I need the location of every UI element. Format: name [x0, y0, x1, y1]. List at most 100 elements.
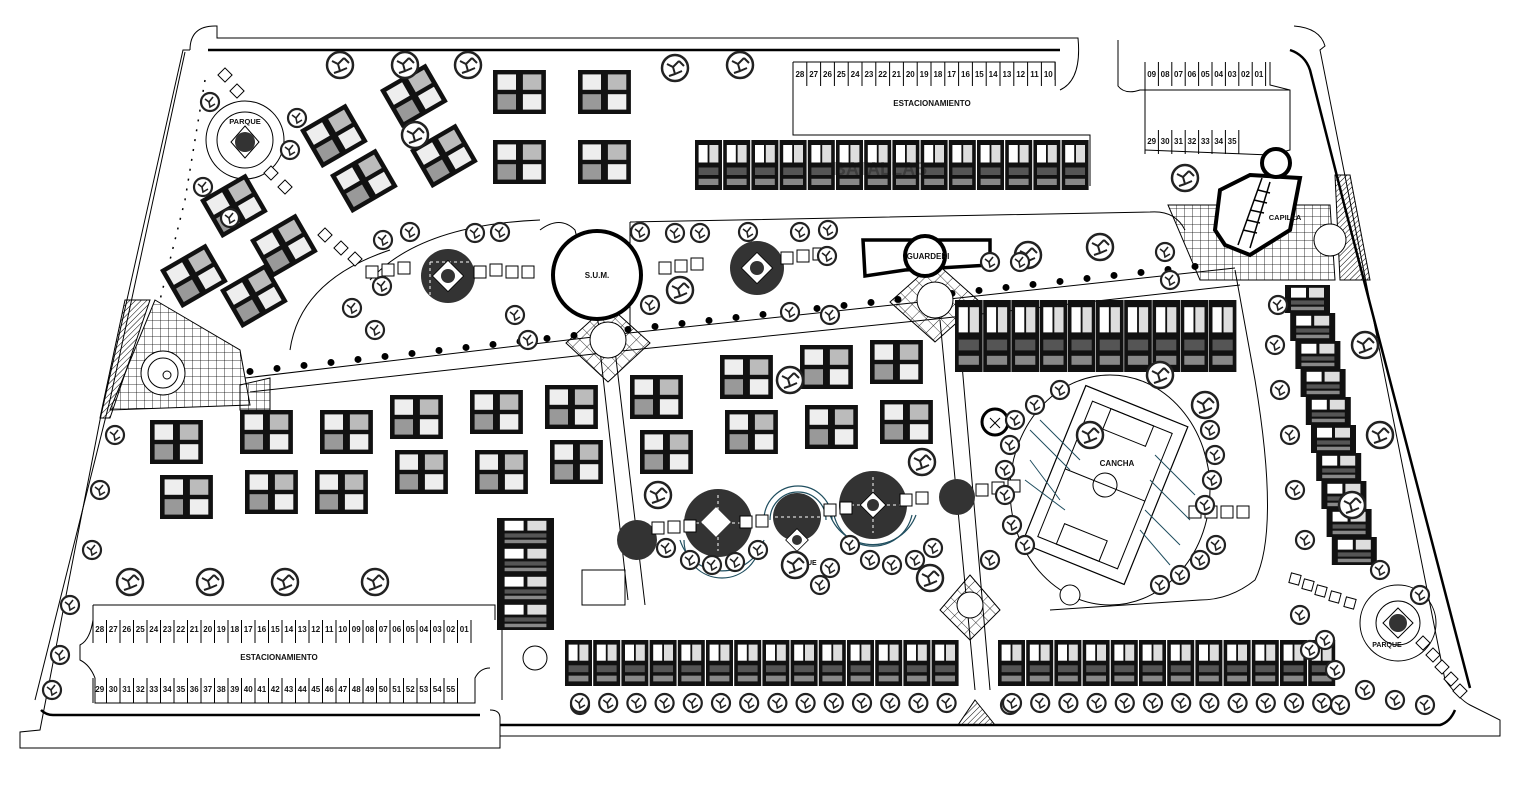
parking-stall: 21 — [187, 620, 199, 643]
house-unit — [847, 640, 874, 686]
tree — [809, 574, 831, 596]
tree — [364, 319, 386, 341]
guarderia-building: GUARDERI — [861, 234, 992, 279]
tree — [1199, 419, 1221, 441]
parking-stall: 08 — [362, 620, 375, 643]
parking-stall: 12 — [1013, 62, 1026, 86]
house-unit — [621, 640, 649, 686]
parking-stall: 31 — [1171, 130, 1183, 154]
parking-stall-number: 22 — [176, 625, 185, 634]
housing-cluster — [870, 340, 923, 384]
parking-stall: 07 — [1171, 62, 1183, 86]
parking-stall-number: 13 — [1002, 70, 1011, 79]
parking-stall-number: 21 — [892, 70, 901, 79]
parking-stall-number: 16 — [257, 625, 266, 634]
parking-stall-number: 55 — [446, 685, 455, 694]
parking-stall: 15 — [268, 620, 280, 643]
row-houses-mid-east — [955, 300, 1237, 372]
parking-stall-number: 34 — [163, 685, 172, 694]
housing-cluster — [245, 470, 298, 514]
parking-stall: 03 — [430, 620, 442, 643]
lamp-post — [759, 310, 767, 318]
parking-stall: 54 — [430, 678, 442, 703]
tree — [1354, 679, 1376, 701]
tree — [629, 221, 651, 243]
lamp-post — [867, 298, 875, 306]
plaza-west — [99, 299, 251, 419]
parking-stall-number: 33 — [149, 685, 158, 694]
parking-stall-number: 18 — [933, 70, 942, 79]
parking-stall-number: 09 — [1147, 70, 1156, 79]
parking-stall: 04 — [1211, 62, 1224, 86]
parking-stall-number: 30 — [109, 685, 118, 694]
house-unit — [779, 140, 807, 190]
tree — [453, 50, 483, 80]
stepping-stone — [975, 483, 989, 497]
parking-stall-number: 07 — [1174, 70, 1183, 79]
lamp-post — [246, 367, 254, 375]
house-unit — [790, 640, 818, 686]
parking-stall-number: 04 — [1214, 70, 1223, 79]
parque-se: PARQUE — [1288, 572, 1468, 699]
tree — [279, 139, 301, 161]
parking-stall-number: 14 — [989, 70, 998, 79]
parking-stall: 13 — [999, 62, 1012, 86]
tree — [1114, 692, 1135, 714]
tree — [880, 692, 901, 714]
tree — [1171, 692, 1192, 714]
lamp-post — [273, 364, 281, 372]
stepping-stone — [780, 251, 794, 265]
parking-stall: 08 — [1157, 62, 1170, 86]
tree — [1145, 360, 1175, 390]
housing-cluster — [800, 345, 853, 389]
parking-stall-number: 31 — [122, 685, 131, 694]
parking-stall-number: 24 — [149, 625, 158, 634]
tree — [1269, 379, 1291, 401]
parking-stall: 33 — [146, 678, 159, 703]
parking-stall-number: 32 — [1187, 137, 1196, 146]
house-unit — [1026, 640, 1054, 686]
house-unit — [903, 640, 931, 686]
tree — [664, 222, 686, 244]
parking-stall: 30 — [106, 678, 118, 703]
tree — [1170, 163, 1200, 193]
parking-stall: 06 — [389, 620, 402, 643]
housing-cluster — [160, 475, 213, 519]
parking-stall-number: 28 — [795, 70, 804, 79]
tree — [1409, 584, 1431, 606]
parking-stall-number: 08 — [365, 625, 374, 634]
housing-cluster — [150, 420, 203, 464]
house-unit — [977, 140, 1004, 190]
tree — [192, 176, 214, 198]
parking-stall: 17 — [241, 620, 253, 643]
tree — [789, 221, 811, 243]
tree — [1154, 241, 1176, 263]
parking-stall-number: 38 — [217, 685, 226, 694]
ghost-text: BATALLAS — [833, 159, 927, 179]
parking-stall-number: 09 — [352, 625, 361, 634]
tree — [199, 91, 221, 113]
house-unit — [1180, 300, 1209, 372]
parking-stall: 03 — [1224, 62, 1237, 86]
parking-stall: 44 — [295, 678, 307, 703]
tree — [725, 50, 755, 80]
parking-stall-number: 05 — [1201, 70, 1210, 79]
parking-stall: 13 — [295, 620, 307, 643]
tree — [816, 245, 838, 267]
estacionamiento-label-top: ESTACIONAMIENTO — [893, 99, 970, 108]
parking-stall-number: 49 — [365, 685, 374, 694]
tree — [569, 692, 591, 714]
tree — [399, 221, 421, 243]
tree — [115, 567, 145, 597]
parking-stall-number: 35 — [1228, 137, 1237, 146]
capilla-building: CAPILLA — [1212, 147, 1303, 258]
house-unit — [1316, 453, 1362, 481]
house-unit — [1331, 537, 1377, 565]
estacionamiento-label-bottom: ESTACIONAMIENTO — [240, 653, 317, 662]
tree — [908, 692, 929, 714]
parking-stall-number: 44 — [298, 685, 307, 694]
stepping-stone — [473, 265, 487, 279]
stepping-stone — [521, 265, 535, 279]
parking-stall: 11 — [1027, 62, 1039, 86]
housing-cluster — [630, 375, 683, 419]
